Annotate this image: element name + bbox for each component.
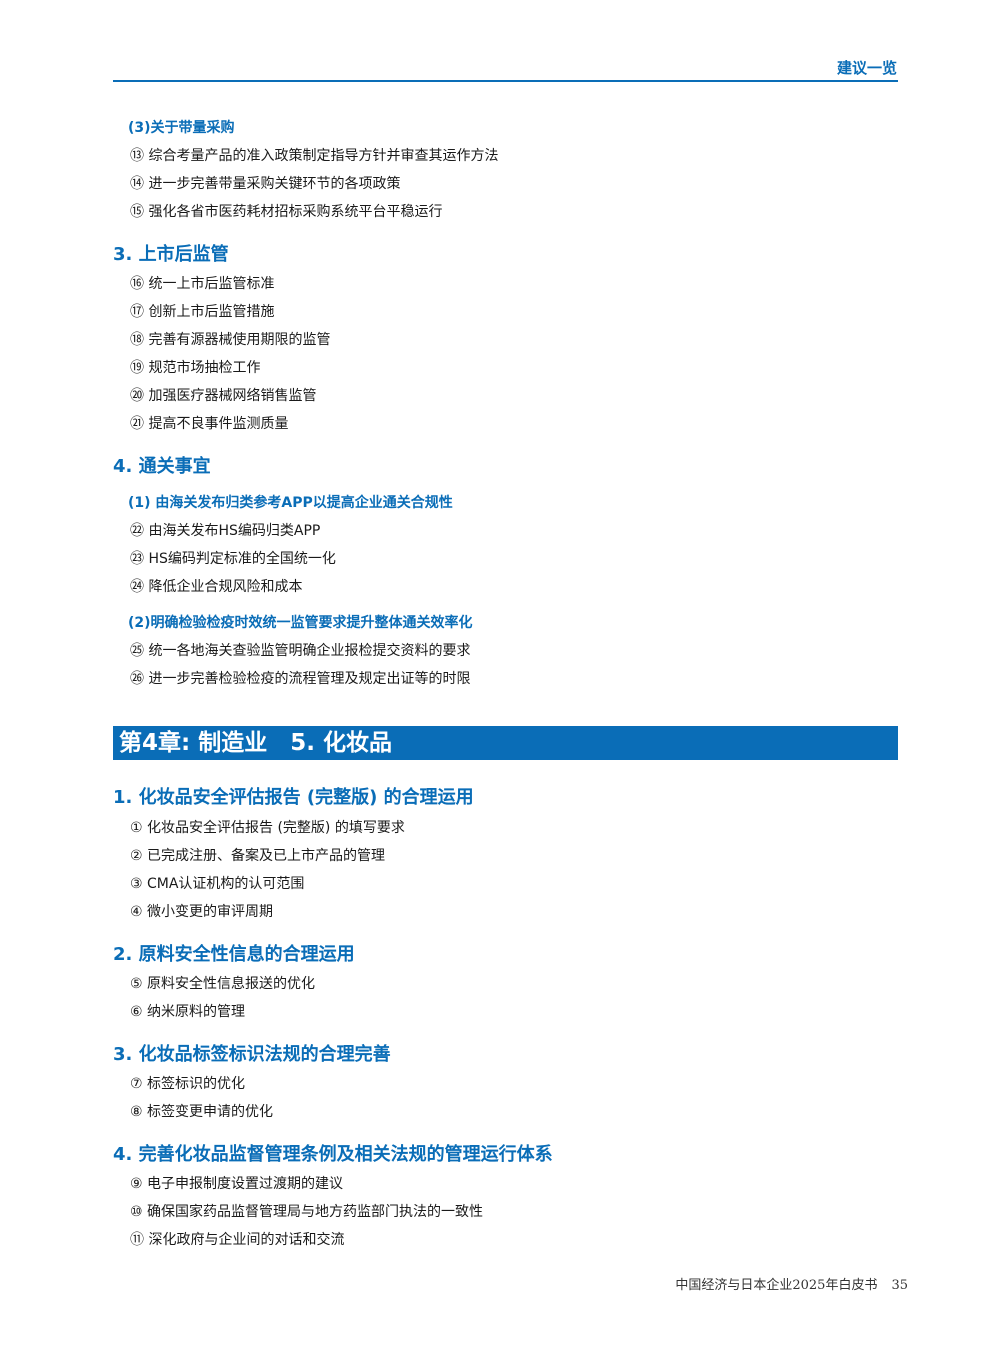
section-heading: 1. 化妆品安全评估报告 (完整版) 的合理运用 [113, 787, 474, 808]
list-item: ⑥ 纳米原料的管理 [130, 1004, 246, 1020]
section-heading: 3. 上市后监管 [113, 244, 229, 265]
section-heading: 4. 通关事宜 [113, 456, 211, 477]
list-item: ⑧ 标签变更申请的优化 [130, 1104, 274, 1120]
list-item: ⑦ 标签标识的优化 [130, 1076, 246, 1092]
list-item: ⑬ 综合考量产品的准入政策制定指导方针并审查其运作方法 [130, 148, 499, 164]
page-footer: 中国经济与日本企业2025年白皮书 35 [675, 1274, 908, 1293]
list-item: ⑮ 强化各省市医药耗材招标采购系统平台平稳运行 [130, 204, 443, 220]
list-item: ④ 微小变更的审评周期 [130, 904, 274, 920]
list-item: ② 已完成注册、备案及已上市产品的管理 [130, 848, 385, 864]
list-item: ⑰ 创新上市后监管措施 [130, 304, 275, 320]
list-item: ⑩ 确保国家药品监督管理局与地方药监部门执法的一致性 [130, 1204, 483, 1220]
list-item: ⑱ 完善有源器械使用期限的监管 [130, 332, 331, 348]
list-item: ㉒ 由海关发布HS编码归类APP [130, 523, 321, 539]
footer-title: 中国经济与日本企业2025年白皮书 [675, 1278, 878, 1293]
list-item: ⑳ 加强医疗器械网络销售监管 [130, 388, 317, 404]
list-item: ㉑ 提高不良事件监测质量 [130, 416, 289, 432]
list-item: ㉕ 统一各地海关查验监管明确企业报检提交资料的要求 [130, 643, 471, 659]
list-item: ㉓ HS编码判定标准的全国统一化 [130, 551, 336, 567]
list-item: ① 化妆品安全评估报告 (完整版) 的填写要求 [130, 820, 405, 836]
list-item: ⑪ 深化政府与企业间的对话和交流 [130, 1232, 345, 1248]
section-heading: 2. 原料安全性信息的合理运用 [113, 944, 355, 965]
header-label: 建议一览 [836, 59, 897, 77]
page-number: 35 [891, 1278, 908, 1293]
list-item: ⑲ 规范市场抽检工作 [130, 360, 261, 376]
list-item: ㉖ 进一步完善检验检疫的流程管理及规定出证等的时限 [130, 671, 471, 687]
section-heading: 4. 完善化妆品监督管理条例及相关法规的管理运行体系 [113, 1144, 553, 1165]
section-heading: 3. 化妆品标签标识法规的合理完善 [113, 1044, 391, 1065]
list-item: ⑯ 统一上市后监管标准 [130, 276, 275, 292]
list-item: ⑭ 进一步完善带量采购关键环节的各项政策 [130, 176, 401, 192]
subsection-heading: (3)关于带量采购 [128, 120, 235, 136]
subsection-heading: (1) 由海关发布归类参考APP以提高企业通关合规性 [128, 495, 453, 511]
subsection-heading: (2)明确检验检疫时效统一监管要求提升整体通关效率化 [128, 615, 473, 631]
chapter-banner: 第4章: 制造业 5. 化妆品 [113, 726, 898, 760]
list-item: ⑨ 电子申报制度设置过渡期的建议 [130, 1176, 344, 1192]
header-rule [113, 80, 898, 82]
list-item: ③ CMA认证机构的认可范围 [130, 876, 305, 892]
list-item: ⑤ 原料安全性信息报送的优化 [130, 976, 316, 992]
list-item: ㉔ 降低企业合规风险和成本 [130, 579, 303, 595]
